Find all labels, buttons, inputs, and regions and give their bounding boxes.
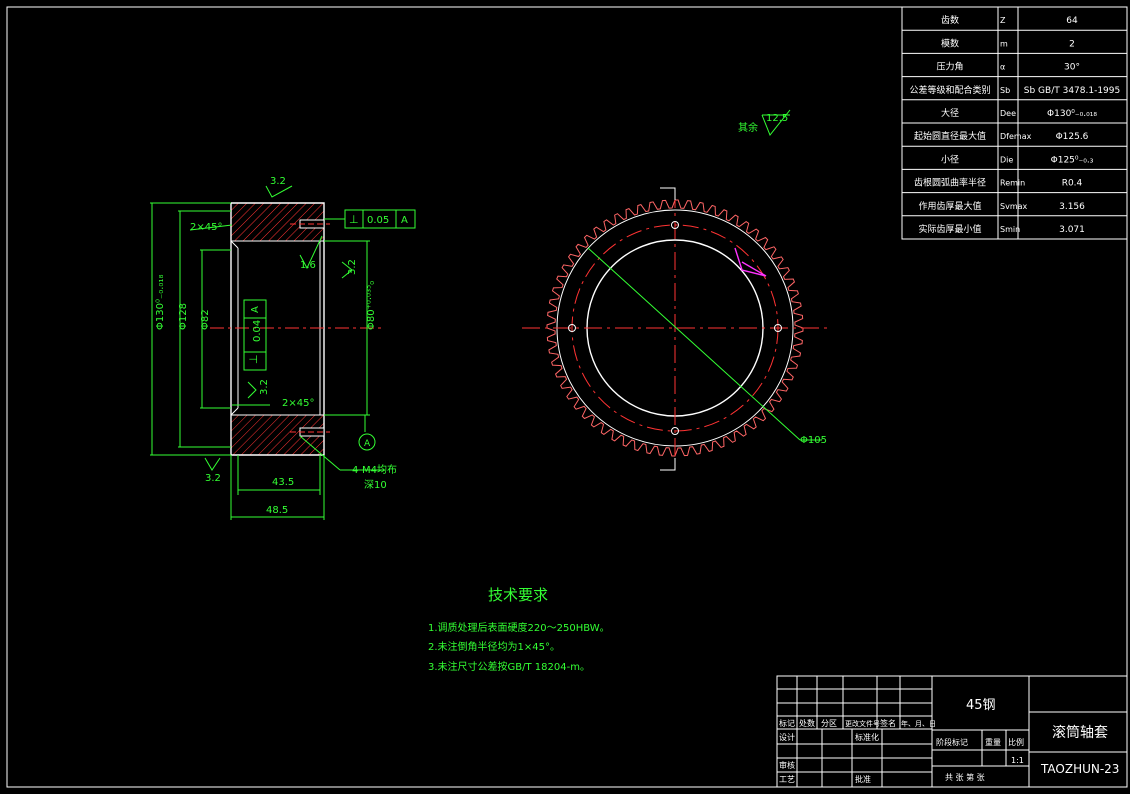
stage-header-1: 重量 xyxy=(985,737,1001,747)
param-name-1: 模数 xyxy=(941,37,959,49)
rev-header-3: 更改文件号 xyxy=(845,719,880,728)
param-sym-7: Remin xyxy=(1000,179,1025,188)
drawing-border xyxy=(6,6,1128,788)
scale-label: 1:1 xyxy=(1011,756,1024,765)
param-name-4: 大径 xyxy=(941,107,959,119)
hole-note-1: 4-M4均布 xyxy=(352,464,397,476)
rough-note-label: 其余 xyxy=(738,121,758,134)
param-name-9: 实际齿厚最小值 xyxy=(918,223,981,235)
tol-top-datum: A xyxy=(401,215,408,226)
role-craft: 工艺 xyxy=(779,775,795,784)
section-marker xyxy=(734,247,767,277)
dim-128-label: Φ128 xyxy=(178,303,189,330)
param-sym-5: Dfemax xyxy=(1000,132,1032,141)
material-label: 45钢 xyxy=(966,698,996,713)
param-table: 齿数 Z 64 模数 m 2 压力角 α 30° 公差等级和配合类别 Sb Sb GB/T 3478.… xyxy=(901,6,1128,240)
role-approve: 批准 xyxy=(855,774,871,784)
tech-req-title: 技术要求 xyxy=(488,586,548,604)
part-name-label: 滚筒轴套 xyxy=(1052,724,1108,741)
role-check: 审核 xyxy=(779,760,795,770)
param-name-5: 起始圆直径最大值 xyxy=(914,130,986,142)
dim-82-label: Φ82 xyxy=(200,309,211,330)
rough-bore-label: 1.6 xyxy=(300,260,316,271)
param-name-8: 作用齿厚最大值 xyxy=(918,200,981,212)
param-sym-4: Dee xyxy=(1000,109,1016,118)
dim-43-label: 43.5 xyxy=(272,477,294,488)
datum-label: A xyxy=(364,439,371,449)
drawing-no-label: TAOZHUN-23 xyxy=(1040,762,1119,776)
rev-header-1: 处数 xyxy=(799,718,815,728)
param-val-7: R0.4 xyxy=(1062,179,1083,189)
param-name-6: 小径 xyxy=(941,153,959,165)
param-sym-8: Svmax xyxy=(1000,202,1028,211)
dim-right-label: Φ80⁺⁰·⁰³⁵₀ xyxy=(366,281,377,330)
tol-top-symbol: ⊥ xyxy=(349,213,359,226)
tol-mid-value: 0.04 xyxy=(252,320,263,342)
param-val-4: Φ130⁰₋₀.₀₁₈ xyxy=(1047,109,1097,119)
front-view: 其余 12.5 Φ105 xyxy=(522,109,828,471)
chamfer-bottom-label: 2×45° xyxy=(282,398,314,409)
param-sym-1: m xyxy=(1000,39,1008,48)
rough-right-label: 3.2 xyxy=(347,259,358,275)
rough-top-label: 3.2 xyxy=(270,176,286,187)
param-val-6: Φ125⁰₋₀.₃ xyxy=(1051,155,1094,165)
param-val-8: 3.156 xyxy=(1059,202,1085,212)
dim-circle-label: Φ105 xyxy=(800,435,827,446)
role-std: 标准化 xyxy=(855,732,879,742)
rev-header-0: 标记 xyxy=(779,718,795,728)
param-val-1: 2 xyxy=(1069,39,1075,49)
rough-value-label: 12.5 xyxy=(766,113,788,124)
dim-48-label: 48.5 xyxy=(266,505,288,516)
role-design: 设计 xyxy=(779,732,795,742)
bolt-hole-left xyxy=(568,324,576,332)
section-view: 3.2 3.2 1.6 3.2 3.2 2×45° 2×45° ⊥ 0.05 A… xyxy=(150,176,416,520)
hole-note-2: 深10 xyxy=(364,479,387,491)
title-block: 标记 处数 分区 更改文件号 签名 年、月、日 设计 标准化 审核 工艺 批准 … xyxy=(776,675,1128,788)
bolt-hole-bottom xyxy=(671,427,679,435)
param-name-2: 压力角 xyxy=(936,61,963,73)
chamfer-top-label: 2×45° xyxy=(190,222,222,233)
bolt-hole-top xyxy=(671,221,679,229)
stage-header-2: 比例 xyxy=(1008,737,1024,747)
param-sym-6: Die xyxy=(1000,155,1013,164)
param-name-0: 齿数 xyxy=(941,14,959,26)
rough-inner-label: 3.2 xyxy=(259,379,270,395)
param-val-2: 30° xyxy=(1064,63,1080,73)
tech-req-line-2: 2.未注倒角半径均为1×45°。 xyxy=(428,640,560,653)
param-val-9: 3.071 xyxy=(1059,225,1085,235)
rev-header-2: 分区 xyxy=(821,719,837,728)
tol-top-value: 0.05 xyxy=(367,215,389,226)
stage-header-0: 阶段标记 xyxy=(936,737,968,747)
sheet-note: 共 张 第 张 xyxy=(945,772,985,782)
rough-bottom-label: 3.2 xyxy=(205,473,221,484)
tol-mid-datum: A xyxy=(250,306,261,313)
param-sym-3: Sb xyxy=(1000,86,1010,95)
param-val-5: Φ125.6 xyxy=(1056,132,1089,142)
bolt-hole-right xyxy=(774,324,782,332)
tech-req-line-3: 3.未注尺寸公差按GB/T 18204-m。 xyxy=(428,660,590,673)
tech-req-line-1: 1.调质处理后表面硬度220～250HBW。 xyxy=(428,621,610,634)
param-name-7: 齿根圆弧曲率半径 xyxy=(914,177,986,189)
rev-header-5: 年、月、日 xyxy=(901,719,936,728)
param-sym-0: Z xyxy=(1000,16,1006,25)
tech-requirements: 技术要求 1.调质处理后表面硬度220～250HBW。 2.未注倒角半径均为1×… xyxy=(428,586,610,673)
dim-outer-label: Φ130⁰₋₀.₀₁₈ xyxy=(155,275,166,330)
param-val-3: Sb GB/T 3478.1-1995 xyxy=(1024,86,1120,96)
rev-header-4: 签名 xyxy=(880,718,896,728)
param-val-0: 64 xyxy=(1066,16,1078,26)
tol-mid-symbol: ⊥ xyxy=(247,354,260,364)
param-sym-2: α xyxy=(1000,63,1005,72)
param-name-3: 公差等级和配合类别 xyxy=(909,84,990,96)
param-sym-9: Smin xyxy=(1000,225,1020,234)
